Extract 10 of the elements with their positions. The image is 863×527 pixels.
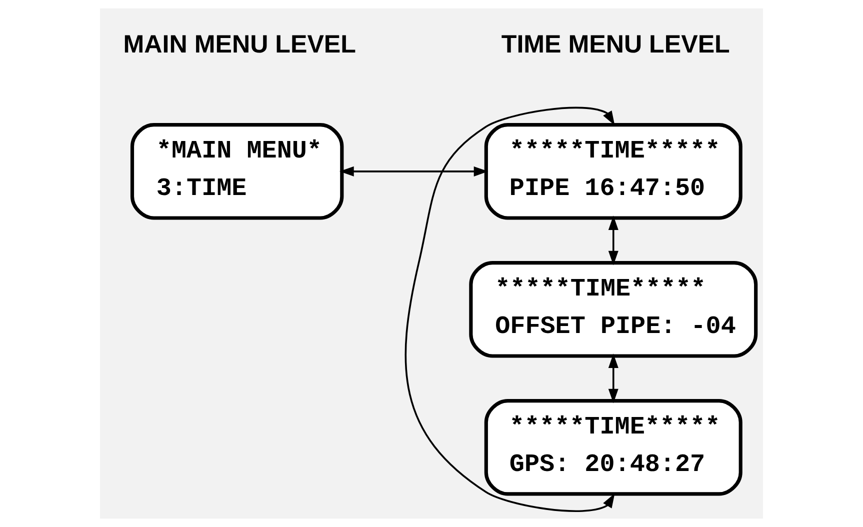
node-box: *****TIME***** GPS: 20:48:27 xyxy=(484,399,742,496)
node-box: *****TIME***** PIPE 16:47:50 xyxy=(484,123,742,220)
node-box: *****TIME***** OFFSET PIPE: -04 xyxy=(469,261,758,358)
arrow xyxy=(404,106,615,512)
arrow xyxy=(608,216,618,266)
arrow xyxy=(339,166,488,176)
arrow xyxy=(608,354,618,404)
label: MAIN MENU LEVEL xyxy=(123,30,356,59)
label: TIME MENU LEVEL xyxy=(501,30,730,59)
node-box: *MAIN MENU* 3:TIME xyxy=(130,123,344,220)
